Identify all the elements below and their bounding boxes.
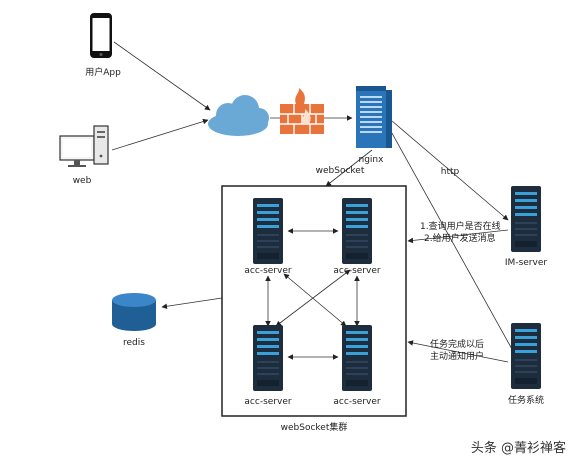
im-server-icon — [511, 186, 541, 252]
task-annotation-2: 主动通知用户 — [430, 350, 484, 362]
acc-diagonal-link-2 — [275, 269, 351, 327]
web-to-cloud-arrow — [111, 118, 209, 151]
cluster-to-redis-arrow — [161, 297, 223, 310]
im-server-to-cluster-arrow — [407, 229, 509, 244]
acc-server-label: acc-server — [333, 266, 380, 276]
nginx-to-im-server-arrow — [391, 120, 509, 221]
acc-server-icon — [253, 325, 283, 391]
nginx-to-cluster-arrow — [325, 149, 373, 187]
user-app-label: 用户App — [85, 66, 121, 78]
task-annotation-1: 任务完成以后 — [430, 338, 484, 350]
acc-server-icon — [342, 198, 372, 264]
redis-database-icon — [112, 293, 156, 331]
task-system-label: 任务系统 — [508, 394, 544, 406]
acc-server-label: acc-server — [244, 397, 291, 407]
websocket-label: webSocket — [316, 166, 365, 176]
cloud-icon — [208, 95, 269, 136]
acc-server-icon — [342, 325, 372, 391]
im-server-label: IM-server — [505, 258, 547, 268]
desktop-computer-icon — [59, 125, 109, 167]
nginx-server-icon — [356, 86, 392, 148]
task-system-server-icon — [511, 323, 541, 389]
app-to-cloud-arrow — [113, 41, 211, 111]
http-label: http — [441, 167, 460, 177]
connections — [111, 41, 519, 363]
acc-server-label: acc-server — [244, 266, 291, 276]
acc-server-icon — [253, 198, 283, 264]
cluster-label: webSocket集群 — [281, 421, 348, 433]
watermark-text: 头条 @菁衫禅客 — [471, 440, 566, 456]
acc-server-label: acc-server — [333, 397, 380, 407]
task-system-to-cluster-arrow — [407, 340, 509, 363]
nginx-label: nginx — [359, 155, 385, 165]
acc-diagonal-link-1 — [283, 273, 347, 327]
phone-icon — [90, 13, 112, 58]
websocket-cluster-box — [221, 185, 407, 417]
web-label: web — [73, 176, 92, 186]
nginx-to-task-system-arrow — [387, 125, 519, 361]
firewall-icon — [280, 88, 324, 134]
query-annotation-1: 1.查询用户是否在线 — [420, 220, 501, 232]
redis-label: redis — [123, 338, 145, 348]
query-annotation-2: 2.给用户发送消息 — [424, 232, 496, 244]
